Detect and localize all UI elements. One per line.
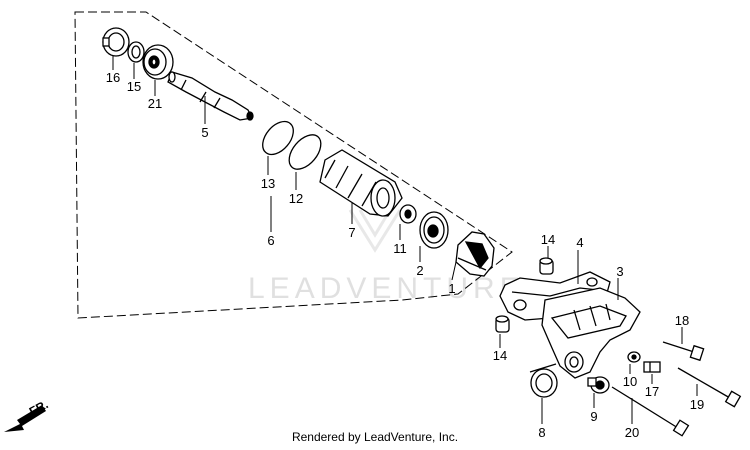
callout-15: 15 [127, 79, 141, 94]
callout-7: 7 [348, 225, 355, 240]
watermark-text: LEADVENTURE [248, 272, 525, 305]
callout-14-lower: 14 [493, 348, 507, 363]
callout-19: 19 [690, 397, 704, 412]
washer-part-10[interactable] [627, 351, 641, 363]
hose-clamp-part-8[interactable] [529, 363, 558, 398]
circlip-part-16[interactable] [102, 27, 130, 57]
callouts: 16 15 21 5 13 12 6 7 11 2 1 14 4 3 14 18… [106, 70, 704, 440]
footer-credit: Rendered by LeadVenture, Inc. [291, 430, 459, 444]
callout-13: 13 [261, 176, 275, 191]
callout-14-upper: 14 [541, 232, 555, 247]
o-ring-part-13[interactable] [257, 116, 300, 161]
callout-4: 4 [576, 235, 583, 250]
sleeve-part-14-upper[interactable] [539, 257, 554, 275]
callout-17: 17 [645, 384, 659, 399]
callout-20: 20 [625, 425, 639, 440]
o-ring-part-12[interactable] [283, 129, 327, 175]
callout-11: 11 [393, 241, 407, 256]
ring-part-15[interactable] [127, 41, 145, 63]
sleeve-part-14-lower[interactable] [495, 315, 510, 333]
callout-10: 10 [623, 374, 637, 389]
bearing-part-21[interactable] [142, 44, 174, 80]
callout-2: 2 [416, 263, 423, 278]
bolt-part-19[interactable] [677, 367, 742, 408]
callout-8: 8 [538, 425, 545, 440]
washer-part-11[interactable] [399, 204, 417, 224]
callout-16: 16 [106, 70, 120, 85]
fitting-part-9[interactable] [587, 376, 610, 394]
leader-lines [112, 56, 698, 424]
bolt-part-18[interactable] [662, 341, 705, 362]
callout-6: 6 [267, 233, 274, 248]
bolt-part-20[interactable] [611, 386, 690, 437]
callout-1: 1 [448, 281, 455, 296]
boot-part-7[interactable] [319, 149, 403, 217]
arrow-down-left-icon [4, 405, 46, 432]
callout-12: 12 [289, 191, 303, 206]
bleeder-part-17[interactable] [643, 361, 661, 373]
callout-18: 18 [675, 313, 689, 328]
watermark: LEADVENTURE [248, 209, 525, 305]
direction-indicator: FR. [4, 397, 50, 432]
assembly-outline [74, 11, 513, 319]
callout-3: 3 [616, 264, 623, 279]
shaft-part-5[interactable] [167, 71, 254, 121]
callout-21: 21 [148, 96, 162, 111]
callout-9: 9 [590, 409, 597, 424]
piston-part-1[interactable] [455, 231, 495, 277]
seal-part-2[interactable] [419, 211, 449, 249]
caliper-body-part-3[interactable] [541, 287, 641, 379]
callout-5: 5 [201, 125, 208, 140]
